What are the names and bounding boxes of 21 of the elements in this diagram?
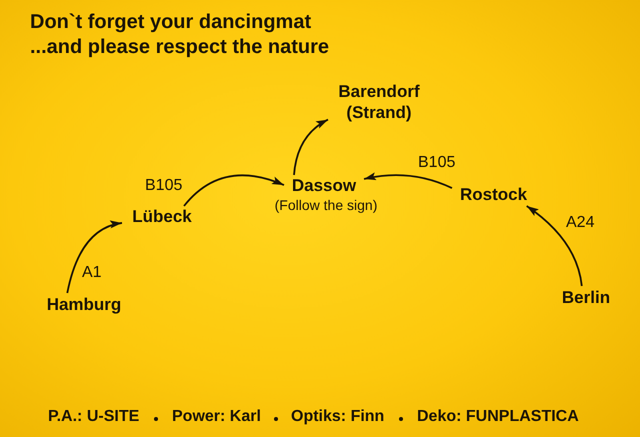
edge-label: B105 <box>145 177 182 195</box>
node-note: (Follow the sign) <box>274 197 378 213</box>
credit-text: Optiks: Finn <box>291 408 384 426</box>
edge-label: A1 <box>82 264 102 282</box>
credit-text: Deko: FUNPLASTICA <box>417 408 579 426</box>
edge-label: A24 <box>566 214 594 232</box>
place-name: Dassow <box>284 175 364 196</box>
place-name: Rostock <box>452 183 535 206</box>
place-name: Berlin <box>556 286 616 310</box>
place-name: Barendorf (Strand) <box>328 80 430 124</box>
edge-label: B105 <box>418 154 456 172</box>
route-arrow <box>364 172 452 189</box>
title: Don`t forget your dancingmat ...and please respect the nature <box>30 10 330 60</box>
place-name: Lübeck <box>122 206 202 228</box>
place-name: Hamburg <box>40 293 128 317</box>
route-arrow <box>526 205 583 286</box>
credit-text: P.A.: U-SITE <box>48 408 140 426</box>
route-arrow <box>293 118 328 176</box>
credit-text: Power: Karl <box>172 408 261 426</box>
route-arrow <box>66 221 122 294</box>
route-arrow <box>183 174 284 207</box>
